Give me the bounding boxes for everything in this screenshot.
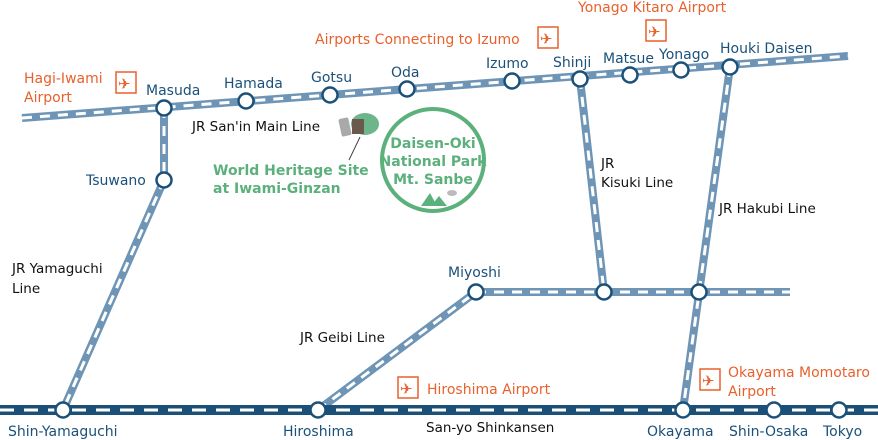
label-yamaguchi-line-1: JR Yamaguchi <box>11 261 103 277</box>
station-okayama[interactable] <box>674 401 692 419</box>
park-label-1: Daisen-Oki <box>390 136 475 152</box>
heritage-label-2: at Iwami-Ginzan <box>213 181 341 197</box>
airplane-icon: ✈ <box>648 23 661 41</box>
airplane-icon: ✈ <box>118 75 131 93</box>
airport-label: Airports Connecting to Izumo <box>315 32 520 48</box>
mine-shrine-icon <box>338 113 379 161</box>
label-geibi-line: JR Geibi Line <box>299 330 385 346</box>
station-masuda[interactable] <box>155 99 173 117</box>
world-heritage-iwami-ginzan[interactable]: World Heritage Site at Iwami-Ginzan <box>213 113 379 197</box>
label-hiroshima: Hiroshima <box>283 424 354 440</box>
airport-izumo[interactable]: Airports Connecting to Izumo ✈ <box>315 26 559 49</box>
airport-label: Hiroshima Airport <box>427 382 551 398</box>
airport-hiroshima[interactable]: ✈ Hiroshima Airport <box>397 376 551 399</box>
mountain-icon <box>421 190 457 206</box>
label-tokyo: Tokyo <box>822 424 862 440</box>
station-miyoshi[interactable] <box>467 283 485 301</box>
kisuki-line <box>576 78 608 293</box>
label-yonago: Yonago <box>658 47 709 63</box>
label-kisuki-line-2: Kisuki Line <box>601 175 673 191</box>
station-tsuwano[interactable] <box>155 171 173 189</box>
airport-label: Airport <box>24 90 72 106</box>
station-gotsu[interactable] <box>321 86 339 104</box>
station-shinji[interactable] <box>571 70 589 88</box>
label-kisuki-line-1: JR <box>600 156 614 172</box>
station-tokyo[interactable] <box>830 401 848 419</box>
label-shin-yamaguchi: Shin-Yamaguchi <box>8 424 118 440</box>
station-shin-osaka[interactable] <box>765 401 783 419</box>
airport-hagi-iwami[interactable]: Hagi-Iwami Airport ✈ <box>24 71 137 106</box>
label-san-in-line: JR San'in Main Line <box>191 119 320 135</box>
daisen-oki-national-park[interactable]: Daisen-Oki National Park Mt. Sanbe <box>380 107 488 213</box>
station-hamada[interactable] <box>237 92 255 110</box>
airport-label: Okayama Momotaro <box>728 365 870 381</box>
airplane-icon: ✈ <box>540 30 553 48</box>
label-oda: Oda <box>391 65 420 81</box>
station-izumo[interactable] <box>503 72 521 90</box>
label-yamaguchi-line-2: Line <box>12 281 40 297</box>
label-izumo: Izumo <box>486 56 529 72</box>
junction-hakubi <box>690 283 708 301</box>
park-label-3: Mt. Sanbe <box>393 172 473 188</box>
station-hiroshima[interactable] <box>309 401 327 419</box>
park-label-2: National Park <box>380 154 488 170</box>
airport-label: Hagi-Iwami <box>24 71 103 87</box>
yamaguchi-line <box>59 108 168 412</box>
label-hamada: Hamada <box>224 76 283 92</box>
label-tsuwano: Tsuwano <box>85 173 146 189</box>
label-miyoshi: Miyoshi <box>448 265 501 281</box>
label-houki-daisen: Houki Daisen <box>720 41 812 57</box>
stations <box>54 58 848 419</box>
label-matsue: Matsue <box>603 51 654 67</box>
station-matsue[interactable] <box>621 66 639 84</box>
geibi-line <box>315 288 790 414</box>
junction-kisuki <box>595 283 613 301</box>
station-shin-yamaguchi[interactable] <box>54 401 72 419</box>
airport-label: Yonago Kitaro Airport <box>577 0 727 16</box>
station-oda[interactable] <box>398 80 416 98</box>
airplane-icon: ✈ <box>400 380 413 398</box>
hakubi-line <box>679 66 734 411</box>
label-hakubi-line: JR Hakubi Line <box>718 201 816 217</box>
heritage-label-1: World Heritage Site <box>213 163 369 179</box>
label-okayama: Okayama <box>647 424 714 440</box>
label-shin-osaka: Shin-Osaka <box>729 424 808 440</box>
label-shinkansen: San-yo Shinkansen <box>426 420 554 436</box>
airport-yonago-kitaro[interactable]: Yonago Kitaro Airport ✈ <box>577 0 727 42</box>
station-yonago[interactable] <box>672 61 690 79</box>
label-masuda: Masuda <box>146 83 200 99</box>
airplane-icon: ✈ <box>702 372 715 390</box>
station-houki-daisen[interactable] <box>721 58 739 76</box>
airport-okayama-momotaro[interactable]: ✈ Okayama Momotaro Airport <box>699 365 870 400</box>
label-gotsu: Gotsu <box>311 70 352 86</box>
label-shinji: Shinji <box>553 55 591 71</box>
airport-label: Airport <box>728 384 776 400</box>
